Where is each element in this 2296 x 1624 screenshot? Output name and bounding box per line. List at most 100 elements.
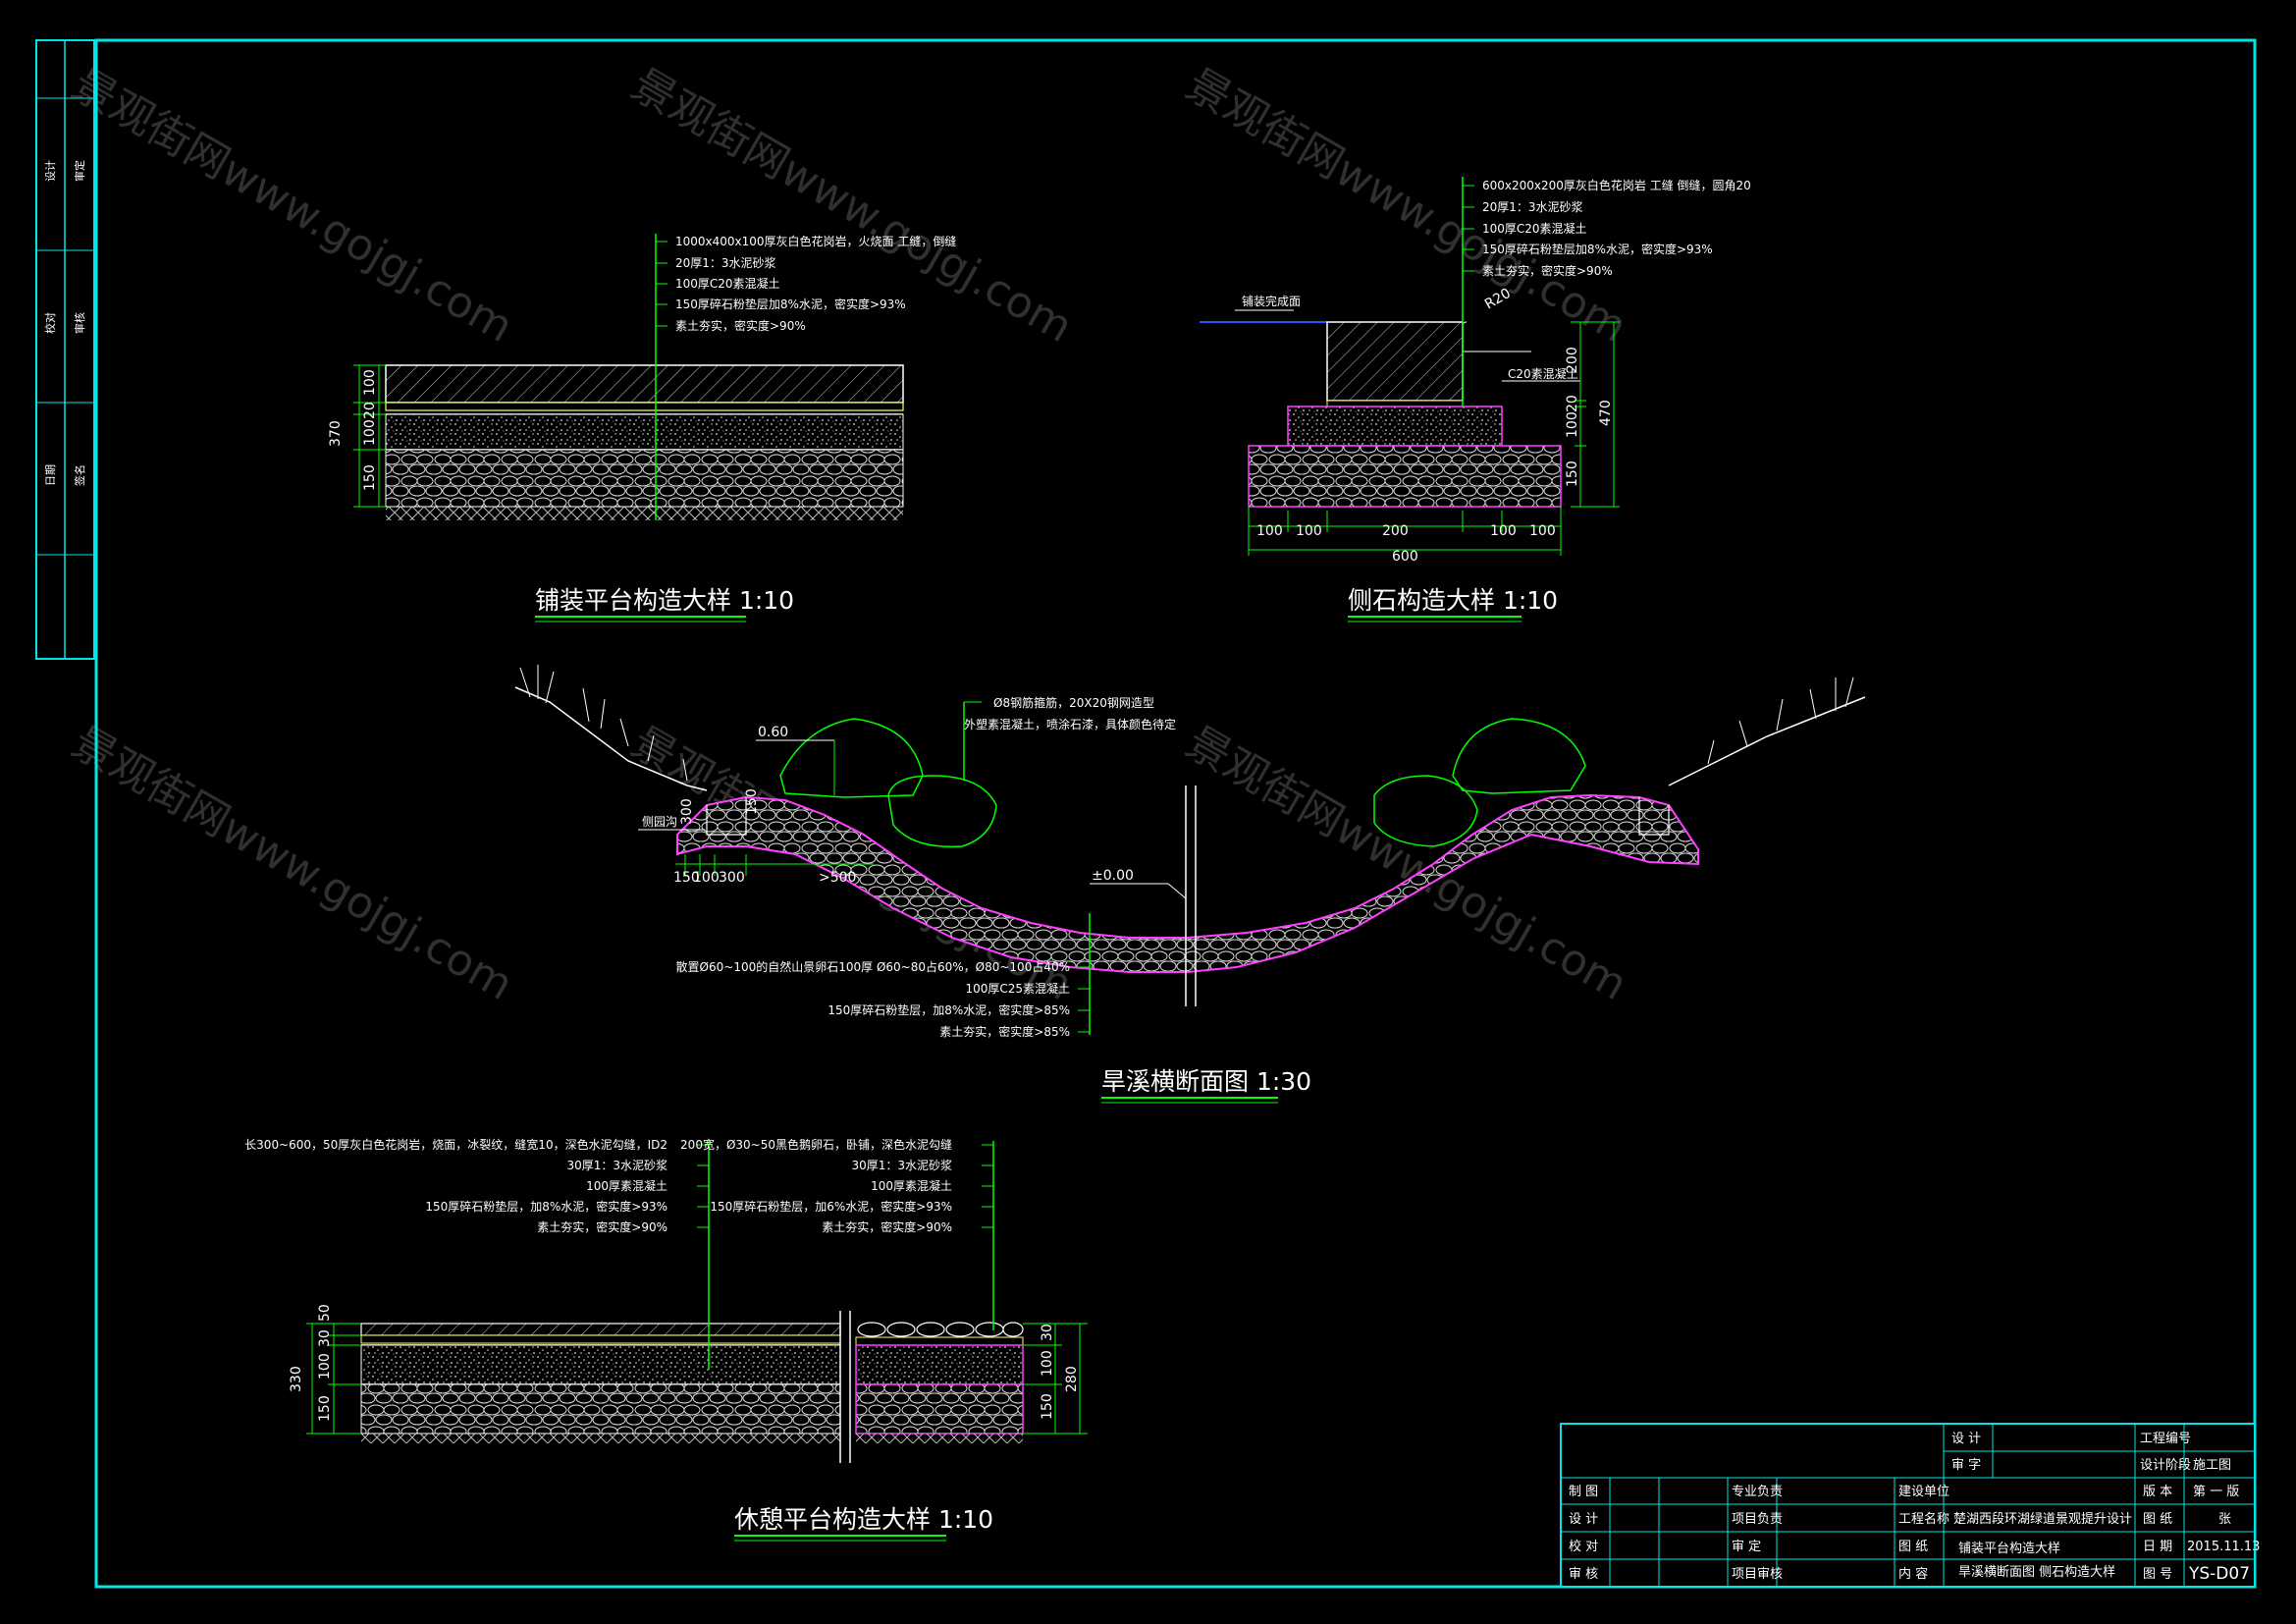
curb-note: 素土夯实，密实度>90% xyxy=(1482,263,1613,278)
paving-dim: 100 xyxy=(362,419,378,446)
strip-label: 校对 xyxy=(43,312,57,334)
paving-dim: 20 xyxy=(362,402,378,419)
strip-label: 签名 xyxy=(73,464,86,486)
creek-note-bottom: 散置Ø60~100的自然山景卵石100厚 Ø60~80占60%，Ø80~100占… xyxy=(676,959,1070,974)
paving-note: 20厚1：3水泥砂浆 xyxy=(675,255,776,270)
rest-dim: 100 xyxy=(317,1353,333,1380)
curb-detail: 600x200x200厚灰白色花岗岩 工缝 倒缝，圆角20 20厚1：3水泥砂浆… xyxy=(1200,177,1751,623)
curb-finish-label: 铺装完成面 xyxy=(1242,294,1301,308)
creek-note-top: Ø8钢筋箍筋，20X20钢网造型 xyxy=(993,695,1154,710)
tb-project-no-label: 工程编号 xyxy=(2140,1432,2191,1446)
curb-dim: 200 xyxy=(1565,347,1580,373)
curb-note: 20厚1：3水泥砂浆 xyxy=(1482,199,1583,214)
curb-note: 150厚碎石粉垫层加8%水泥，密实度>93% xyxy=(1482,242,1713,256)
curb-dim: 100 xyxy=(1490,523,1517,539)
creek-dim: 150 xyxy=(744,788,760,815)
paving-dim: 150 xyxy=(362,464,378,491)
rest-dim: 30 xyxy=(1040,1324,1055,1341)
tb-row-label: 专业负责 xyxy=(1732,1485,1783,1499)
rest-note-right: 150厚碎石粉垫层，加6%水泥，密实度>93% xyxy=(710,1199,952,1214)
title-block: 设 计 审 字 工程编号 设计阶段 施工图 制 图 专业负责 设 计 项目负责 … xyxy=(1560,1423,2260,1588)
tb-proofread-label: 审 字 xyxy=(1951,1458,1981,1473)
tb-row-label: 设 计 xyxy=(1569,1512,1598,1527)
creek-dim: 150 xyxy=(673,870,700,886)
tb-sheet-value: YS-D07 xyxy=(2188,1564,2250,1584)
paving-detail-title: 铺装平台构造大样 1:10 xyxy=(535,586,794,615)
watermark-text: 景观街网www.gojgj.com xyxy=(64,59,521,352)
rest-note-right: 30厚1：3水泥砂浆 xyxy=(851,1158,952,1172)
paving-dim: 100 xyxy=(362,369,378,396)
rest-note-left: 长300~600，50厚灰白色花岗岩，烧面，冰裂纹，缝宽10，深色水泥勾缝，ID… xyxy=(244,1137,667,1152)
rest-note-right: 100厚素混凝土 xyxy=(871,1178,952,1193)
curb-detail-title: 侧石构造大样 1:10 xyxy=(1348,586,1558,615)
paving-detail: 1000x400x100厚灰白色花岗岩，火烧面 工缝，倒缝 20厚1：3水泥砂浆… xyxy=(328,234,956,623)
rest-dim: 50 xyxy=(317,1304,333,1322)
strip-label: 设计 xyxy=(44,160,57,182)
creek-dim: >500 xyxy=(819,870,856,886)
rest-dim: 280 xyxy=(1064,1366,1080,1392)
creek-section: Ø8钢筋箍筋，20X20钢网造型 外塑素混凝土，喷涂石漆，具体颜色待定 散置Ø6… xyxy=(514,665,1866,1104)
creek-dim: 300 xyxy=(719,870,745,886)
tb-version-value: 第 一 版 xyxy=(2193,1485,2239,1499)
drawing-border xyxy=(94,38,2257,1589)
rest-dim: 150 xyxy=(317,1395,333,1422)
rest-note-left: 100厚素混凝土 xyxy=(586,1178,667,1193)
creek-level-label: 0.60 xyxy=(758,725,788,740)
curb-dim: 100 xyxy=(1565,411,1580,438)
rest-note-left: 30厚1：3水泥砂浆 xyxy=(566,1158,667,1172)
creek-zero-label: ±0.00 xyxy=(1092,868,1134,884)
tb-row-label: 项目审核 xyxy=(1732,1567,1783,1582)
tb-date-label: 日 期 xyxy=(2143,1540,2172,1554)
curb-note: 600x200x200厚灰白色花岗岩 工缝 倒缝，圆角20 xyxy=(1482,178,1751,192)
creek-note-bottom: 150厚碎石粉垫层，加8%水泥，密实度>85% xyxy=(828,1002,1070,1017)
paving-note: 1000x400x100厚灰白色花岗岩，火烧面 工缝，倒缝 xyxy=(675,234,956,248)
rest-note-right: 素土夯实，密实度>90% xyxy=(822,1219,952,1234)
curb-note: 100厚C20素混凝土 xyxy=(1482,221,1587,236)
paving-dim: 370 xyxy=(328,420,344,447)
paving-note: 100厚C20素混凝土 xyxy=(675,276,780,291)
tb-total-value: 张 xyxy=(2218,1512,2231,1527)
rest-note-left: 150厚碎石粉垫层，加8%水泥，密实度>93% xyxy=(425,1199,667,1214)
tb-design-label: 设 计 xyxy=(1951,1432,1981,1446)
curb-dim: 20 xyxy=(1565,395,1580,412)
tb-project-label: 工程名称 xyxy=(1898,1511,1949,1527)
tb-stage-value: 施工图 xyxy=(2193,1458,2231,1473)
tb-row-label: 审 核 xyxy=(1569,1567,1598,1582)
tb-row-label: 审 定 xyxy=(1732,1540,1761,1554)
creek-note-bottom: 100厚C25素混凝土 xyxy=(965,981,1070,996)
tb-row-label: 制 图 xyxy=(1569,1485,1598,1499)
watermark-text: 景观街网www.gojgj.com xyxy=(1178,717,1635,1010)
tb-client-label: 建设单位 xyxy=(1898,1485,1949,1499)
strip-label: 日期 xyxy=(44,464,57,486)
creek-note-top: 外塑素混凝土，喷涂石漆，具体颜色待定 xyxy=(964,717,1176,731)
rest-note-left: 素土夯实，密实度>90% xyxy=(537,1219,667,1234)
paving-note: 素土夯实，密实度>90% xyxy=(675,318,806,333)
curb-dim: 100 xyxy=(1296,523,1322,539)
tb-content-label: 内 容 xyxy=(1898,1566,1928,1582)
rest-detail-title: 休憩平台构造大样 1:10 xyxy=(734,1505,993,1534)
rest-dim: 30 xyxy=(317,1329,333,1347)
tb-project-name: 楚湖西段环湖绿道景观提升设计 xyxy=(1953,1511,2132,1527)
rest-dim: 150 xyxy=(1040,1393,1055,1420)
rest-note-right: 200宽，Ø30~50黑色鹅卵石，卧铺，深色水泥勾缝 xyxy=(680,1137,952,1152)
curb-dim: 200 xyxy=(1382,523,1409,539)
curb-dim: 100 xyxy=(1256,523,1283,539)
tb-drawing-name: 旱溪横断面图 侧石构造大样 xyxy=(1958,1565,2115,1580)
tb-drawing-name: 铺装平台构造大样 xyxy=(1958,1542,2060,1556)
tb-total-label: 图 纸 xyxy=(2143,1512,2172,1527)
strip-label: 审定 xyxy=(73,160,86,182)
tb-sheet-label: 图 号 xyxy=(2143,1567,2172,1582)
paving-note: 150厚碎石粉垫层加8%水泥，密实度>93% xyxy=(675,297,906,311)
rest-detail: 长300~600，50厚灰白色花岗岩，烧面，冰裂纹，缝宽10，深色水泥勾缝，ID… xyxy=(244,1137,1088,1542)
creek-ditch-label: 侧园沟 xyxy=(642,815,677,829)
tb-row-label: 项目负责 xyxy=(1732,1512,1783,1527)
strip-label: 审核 xyxy=(73,312,86,334)
tb-drawing-label: 图 纸 xyxy=(1898,1540,1928,1554)
tb-date-value: 2015.11.13 xyxy=(2187,1540,2260,1554)
curb-dim: 150 xyxy=(1565,460,1580,487)
left-binding-strip: 设计 审定 校对 审核 日期 签名 xyxy=(35,39,95,660)
creek-dim: 100 xyxy=(693,870,720,886)
rest-dim: 330 xyxy=(289,1366,304,1392)
tb-row-label: 校 对 xyxy=(1569,1539,1598,1554)
